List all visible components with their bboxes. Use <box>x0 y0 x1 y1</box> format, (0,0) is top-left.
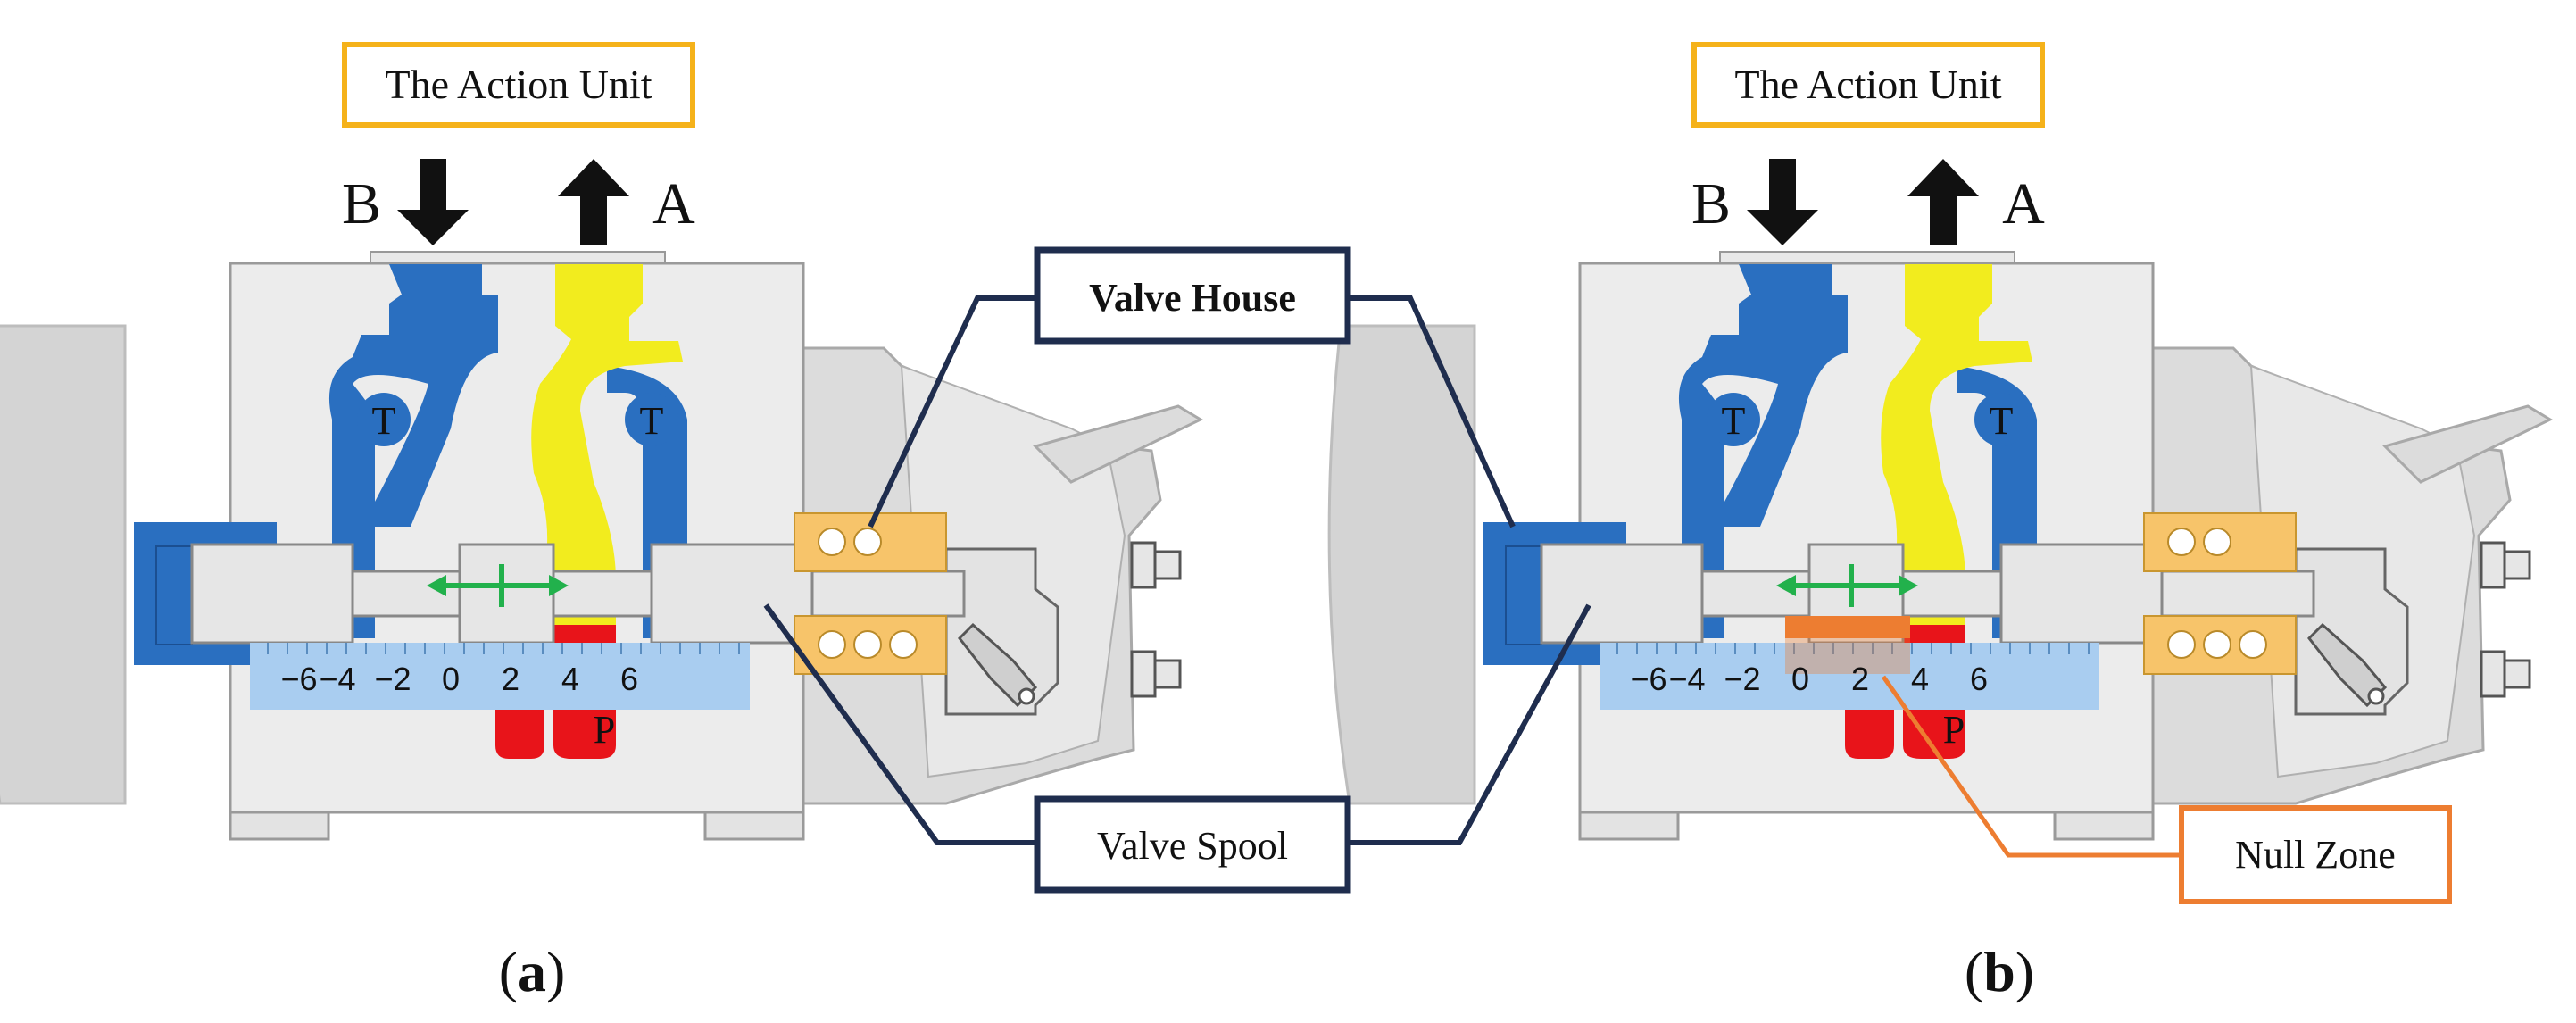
panel-a-pressure-port-label: P <box>594 708 615 752</box>
panel-a-scale-tick: 4 <box>561 661 579 697</box>
callout-lines <box>763 295 1591 845</box>
panel-a-scale-tick: −6 <box>280 661 317 697</box>
panel-b-scale-tick: −4 <box>1668 661 1705 697</box>
panel-b-scale-tick: −6 <box>1630 661 1666 697</box>
null-zone-box <box>2179 805 2452 904</box>
null-zone-band <box>1785 616 1910 638</box>
panel-a-scale: −6 −4 −2 0 2 4 6 <box>280 661 638 697</box>
panel-b-caption: (b) <box>1965 940 2034 1003</box>
valve-spool-box <box>1034 795 1351 894</box>
panel-b-title-label: The Action Unit <box>1735 62 2002 107</box>
panel-a-scale-tick: 2 <box>502 661 519 697</box>
null-zone-shade <box>1785 638 1910 674</box>
panel-b-scale-tick: 4 <box>1911 661 1929 697</box>
panel-b-tank-port-right-label: T <box>1990 399 2014 443</box>
panel-a-scale-tick: 0 <box>442 661 460 697</box>
panel-b-scale-tick: 0 <box>1791 661 1809 697</box>
panel-b-valve <box>1329 45 2550 839</box>
panel-a-scale-tick: 6 <box>620 661 638 697</box>
panel-a-scale-tick: −4 <box>319 661 355 697</box>
panel-b-caption-open: ( <box>1965 940 1983 1003</box>
panel-a-caption-open: ( <box>499 940 518 1003</box>
panel-a-tank-port-right-label: T <box>640 399 664 443</box>
panel-b-caption-close: ) <box>2015 940 2034 1003</box>
panel-b-scale-tick: 6 <box>1970 661 1988 697</box>
valve-spool-label: Valve Spool <box>1097 824 1288 868</box>
valve-house-box <box>1034 246 1351 345</box>
panel-a-tank-port-left-label: T <box>372 399 396 443</box>
panel-a-port-a-label: A <box>652 171 695 237</box>
panel-b-tank-port-left-label: T <box>1722 399 1746 443</box>
panel-a-caption-letter: a <box>518 940 546 1003</box>
panel-b-caption-letter: b <box>1983 940 2015 1003</box>
valve-house-label: Valve House <box>1089 276 1296 320</box>
panel-b-pressure-port-label: P <box>1943 708 1965 752</box>
null-zone-callout-line <box>1881 675 2181 858</box>
panel-a-title-label: The Action Unit <box>386 62 652 107</box>
panel-a-caption: (a) <box>499 940 566 1003</box>
panel-b-port-b-label: B <box>1691 171 1731 237</box>
panel-b-scale: −6 −4 −2 0 2 4 6 <box>1630 661 1988 697</box>
panel-a-caption-close: ) <box>546 940 565 1003</box>
panel-b-scale-tick: −2 <box>1724 661 1760 697</box>
panel-a-port-b-label: B <box>342 171 381 237</box>
panel-b-port-a-label: A <box>2002 171 2045 237</box>
panel-b-scale-tick: 2 <box>1851 661 1869 697</box>
null-zone-label: Null Zone <box>2235 833 2396 877</box>
panel-a-scale-tick: −2 <box>374 661 411 697</box>
